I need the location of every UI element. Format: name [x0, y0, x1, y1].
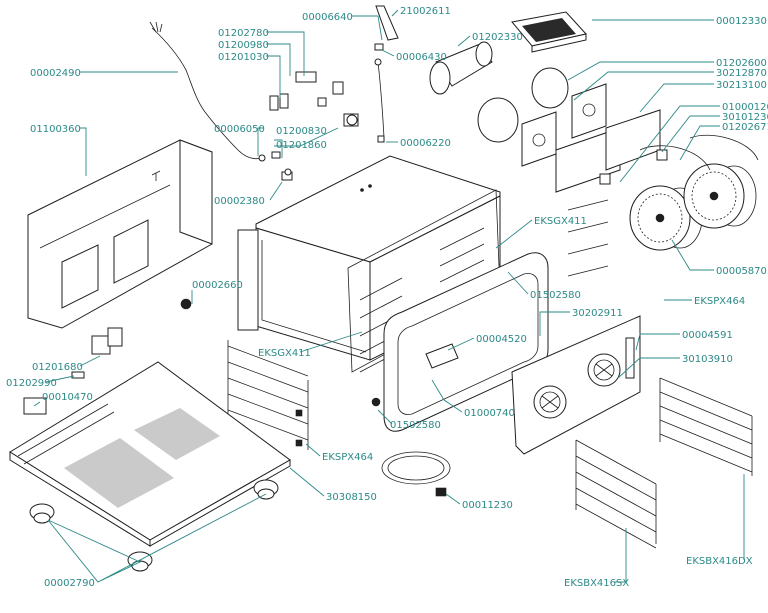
callout-00004591: 00004591 [682, 330, 733, 341]
callout-30202911: 30202911 [572, 308, 623, 319]
callout-00011230: 00011230 [462, 500, 513, 511]
callout-eksgx411-mid: EKSGX411 [258, 348, 311, 359]
fan-wheels [629, 134, 759, 251]
rack-grids [359, 199, 609, 373]
callout-01202671: 01202671 [722, 122, 768, 133]
heater-brackets [555, 109, 668, 193]
fan-side-panel [511, 315, 641, 455]
callout-00002660: 00002660 [192, 280, 243, 291]
callout-01201860: 01201860 [276, 140, 327, 151]
callout-eksbx416sx: EKSBX416SX [564, 578, 629, 589]
callout-21002611: 21002611 [400, 6, 451, 17]
callout-eksgx411-top: EKSGX411 [534, 216, 587, 227]
callout-30212870: 30212870 [716, 68, 767, 79]
callout-01000120: 01000120 [722, 102, 768, 113]
callout-01000740: 01000740 [464, 408, 515, 419]
callout-00006640: 00006640 [302, 12, 353, 23]
callout-01200830: 01200830 [276, 126, 327, 137]
callout-labels: 00002490 01100360 01202780 01200980 0120… [6, 6, 768, 589]
callout-01502580-bottom: 01502580 [390, 420, 441, 431]
callout-01200980: 01200980 [218, 40, 269, 51]
callout-01201680: 01201680 [32, 362, 83, 373]
callout-00005870: 00005870 [716, 266, 767, 277]
callout-01100360: 01100360 [30, 124, 81, 135]
callout-30103910: 30103910 [682, 354, 733, 365]
capacitors [269, 71, 359, 181]
main-motor [429, 41, 493, 95]
rear-panel [27, 139, 213, 329]
callout-01202990: 01202990 [6, 378, 57, 389]
callout-ekspx464-right: EKSPX464 [694, 296, 745, 307]
callout-00006220: 00006220 [400, 138, 451, 149]
callout-00002790: 00002790 [44, 578, 95, 589]
power-cable [149, 21, 266, 162]
leader-lines [33, 9, 745, 583]
callout-ekspx464-left: EKSPX464 [322, 452, 373, 463]
callout-01502580-top: 01502580 [530, 290, 581, 301]
callout-01201030: 01201030 [218, 52, 269, 63]
callout-00010470: 00010470 [42, 392, 93, 403]
water-hose [381, 451, 451, 497]
callout-30101230: 30101230 [722, 112, 768, 123]
callout-01202600: 01202600 [716, 58, 767, 69]
callout-00002490: 00002490 [30, 68, 81, 79]
callout-30308150: 30308150 [326, 492, 377, 503]
callout-00006050: 00006050 [214, 124, 265, 135]
fan-motors [477, 67, 607, 167]
callout-01202780: 01202780 [218, 28, 269, 39]
callout-01202330: 01202330 [472, 32, 523, 43]
left-rack-set [227, 340, 309, 450]
callout-00012330: 00012330 [716, 16, 767, 27]
callout-30213100: 30213100 [716, 80, 767, 91]
callout-00006430: 00006430 [396, 52, 447, 63]
probe-bracket [374, 5, 399, 143]
callout-00004520: 00004520 [476, 334, 527, 345]
callout-00002380: 00002380 [214, 196, 265, 207]
small-parts [23, 168, 381, 415]
filter-grille [511, 11, 587, 53]
callout-eksbx416dx: EKSBX416DX [686, 556, 753, 567]
right-rack-set [575, 377, 753, 549]
base-plate [9, 361, 291, 547]
